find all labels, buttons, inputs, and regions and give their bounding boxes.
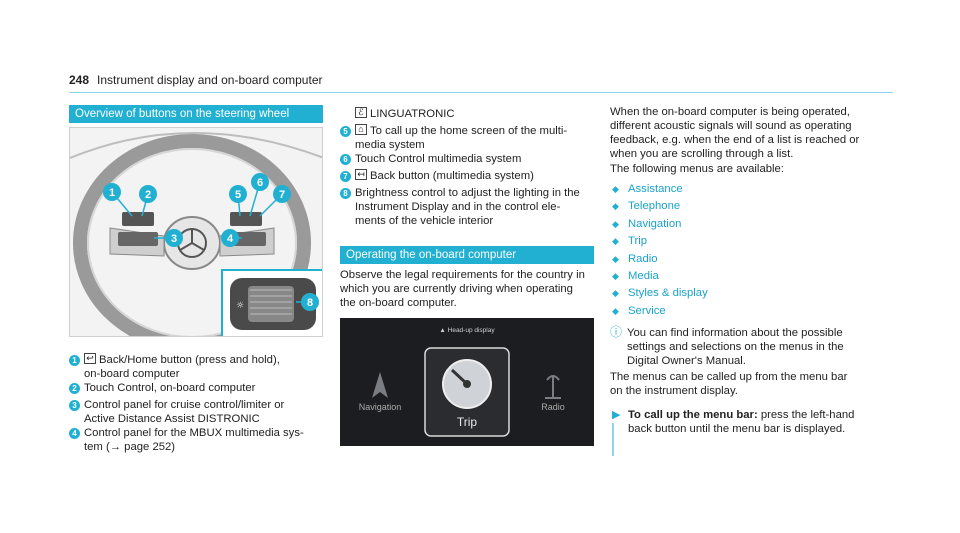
callout-6: 6: [251, 173, 269, 191]
back-home-icon: ↩: [84, 353, 96, 364]
list-item[interactable]: ◆Telephone: [612, 200, 681, 213]
header-rule: [69, 92, 893, 93]
home-icon: ⌂: [355, 124, 367, 135]
section-title-operating: Operating the on-board computer: [340, 246, 594, 264]
bullet-icon: ◆: [612, 288, 619, 299]
navigation-arrow-icon: [372, 372, 388, 398]
callout-8: 8: [301, 293, 319, 311]
callout-5: 5: [229, 185, 247, 203]
svg-text:8: 8: [307, 297, 313, 309]
bullet-icon: ◆: [612, 218, 619, 229]
callout-number: 6: [340, 154, 351, 165]
list-item[interactable]: ◆Assistance: [612, 183, 683, 195]
operating-paragraph: Observe the legal requirements for the c…: [340, 269, 585, 309]
menu-bar-paragraph: The menus can be called up from the menu…: [610, 371, 848, 397]
list-item-7: 7↤Back button (multimedia system): [340, 169, 534, 183]
voice-control-icon: ℰ: [355, 107, 367, 118]
list-item[interactable]: ◆Styles & display: [612, 287, 708, 300]
list-item[interactable]: ◆Radio: [612, 252, 658, 265]
svg-text:3: 3: [171, 233, 177, 245]
menus-intro: The following menus are available:: [610, 163, 784, 175]
radio-antenna-icon: [545, 375, 561, 399]
bullet-icon: ◆: [612, 253, 619, 264]
menu-screenshot: ▲ Head-up display Trip Navigation Radio: [340, 318, 594, 446]
section-title-steering-buttons: Overview of buttons on the steering whee…: [69, 105, 323, 123]
menu-screen-illustration: ▲ Head-up display Trip Navigation Radio: [340, 318, 594, 446]
info-icon: ⓘ: [610, 325, 623, 339]
bullet-icon: ◆: [612, 184, 619, 194]
operation-feedback-paragraph: When the on-board computer is being oper…: [610, 106, 860, 175]
page-link[interactable]: tem (→ page 252): [84, 441, 176, 453]
svg-text:4: 4: [227, 233, 234, 245]
steering-wheel-illustration: ☼ 1 2 3 4 5 6 7 8: [70, 128, 322, 336]
bullet-icon: ◆: [612, 236, 619, 247]
callout-7: 7: [273, 185, 291, 203]
callout-number: 8: [340, 188, 351, 199]
bullet-icon: ◆: [612, 201, 619, 212]
list-item-5: 5⌂To call up the home screen of the mult…: [340, 124, 567, 152]
svg-text:1: 1: [109, 187, 115, 199]
list-item[interactable]: ◆Media: [612, 269, 659, 282]
svg-text:7: 7: [279, 189, 285, 201]
page-header-title: Instrument display and on-board computer: [97, 73, 323, 87]
head-up-display-label: ▲ Head-up display: [439, 327, 495, 334]
menu-list: ◆Assistance ◆Telephone ◆Navigation ◆Trip…: [612, 181, 708, 320]
list-item[interactable]: ◆Navigation: [612, 217, 682, 230]
menu-tile-radio: Radio: [541, 402, 565, 412]
bullet-icon: ◆: [612, 305, 619, 316]
callout-4: 4: [221, 229, 239, 247]
list-item[interactable]: ◆Trip: [612, 235, 648, 248]
callout-number: 3: [69, 400, 80, 411]
callout-3: 3: [165, 229, 183, 247]
callout-2: 2: [139, 185, 157, 203]
menu-tile-trip: Trip: [457, 415, 478, 429]
svg-text:5: 5: [235, 189, 241, 201]
brightness-symbol-icon: ☼: [236, 301, 244, 311]
page-header: 248 Instrument display and on-board comp…: [69, 73, 323, 87]
back-icon: ↤: [355, 169, 367, 180]
svg-text:6: 6: [257, 177, 263, 189]
list-item-1: 1↩Back/Home button (press and hold), on-…: [69, 353, 280, 381]
callout-number: 4: [69, 428, 80, 439]
callout-number: 1: [69, 355, 80, 366]
callout-1: 1: [103, 183, 121, 201]
callout-number: 5: [340, 126, 351, 137]
steering-wheel-figure: ☼ 1 2 3 4 5 6 7 8: [69, 127, 323, 337]
instruction-step: ▶To call up the menu bar: press the left…: [612, 409, 855, 435]
step-arrow-icon: ▶: [612, 409, 621, 421]
callout-number: 2: [69, 383, 80, 394]
page-number: 248: [69, 73, 90, 87]
list-item[interactable]: ◆Service: [612, 304, 666, 317]
svg-text:2: 2: [145, 189, 151, 201]
callout-number: 7: [340, 171, 351, 182]
menu-tile-navigation: Navigation: [359, 402, 402, 412]
bullet-icon: ◆: [612, 270, 619, 281]
step-indicator-bar: [612, 423, 614, 456]
